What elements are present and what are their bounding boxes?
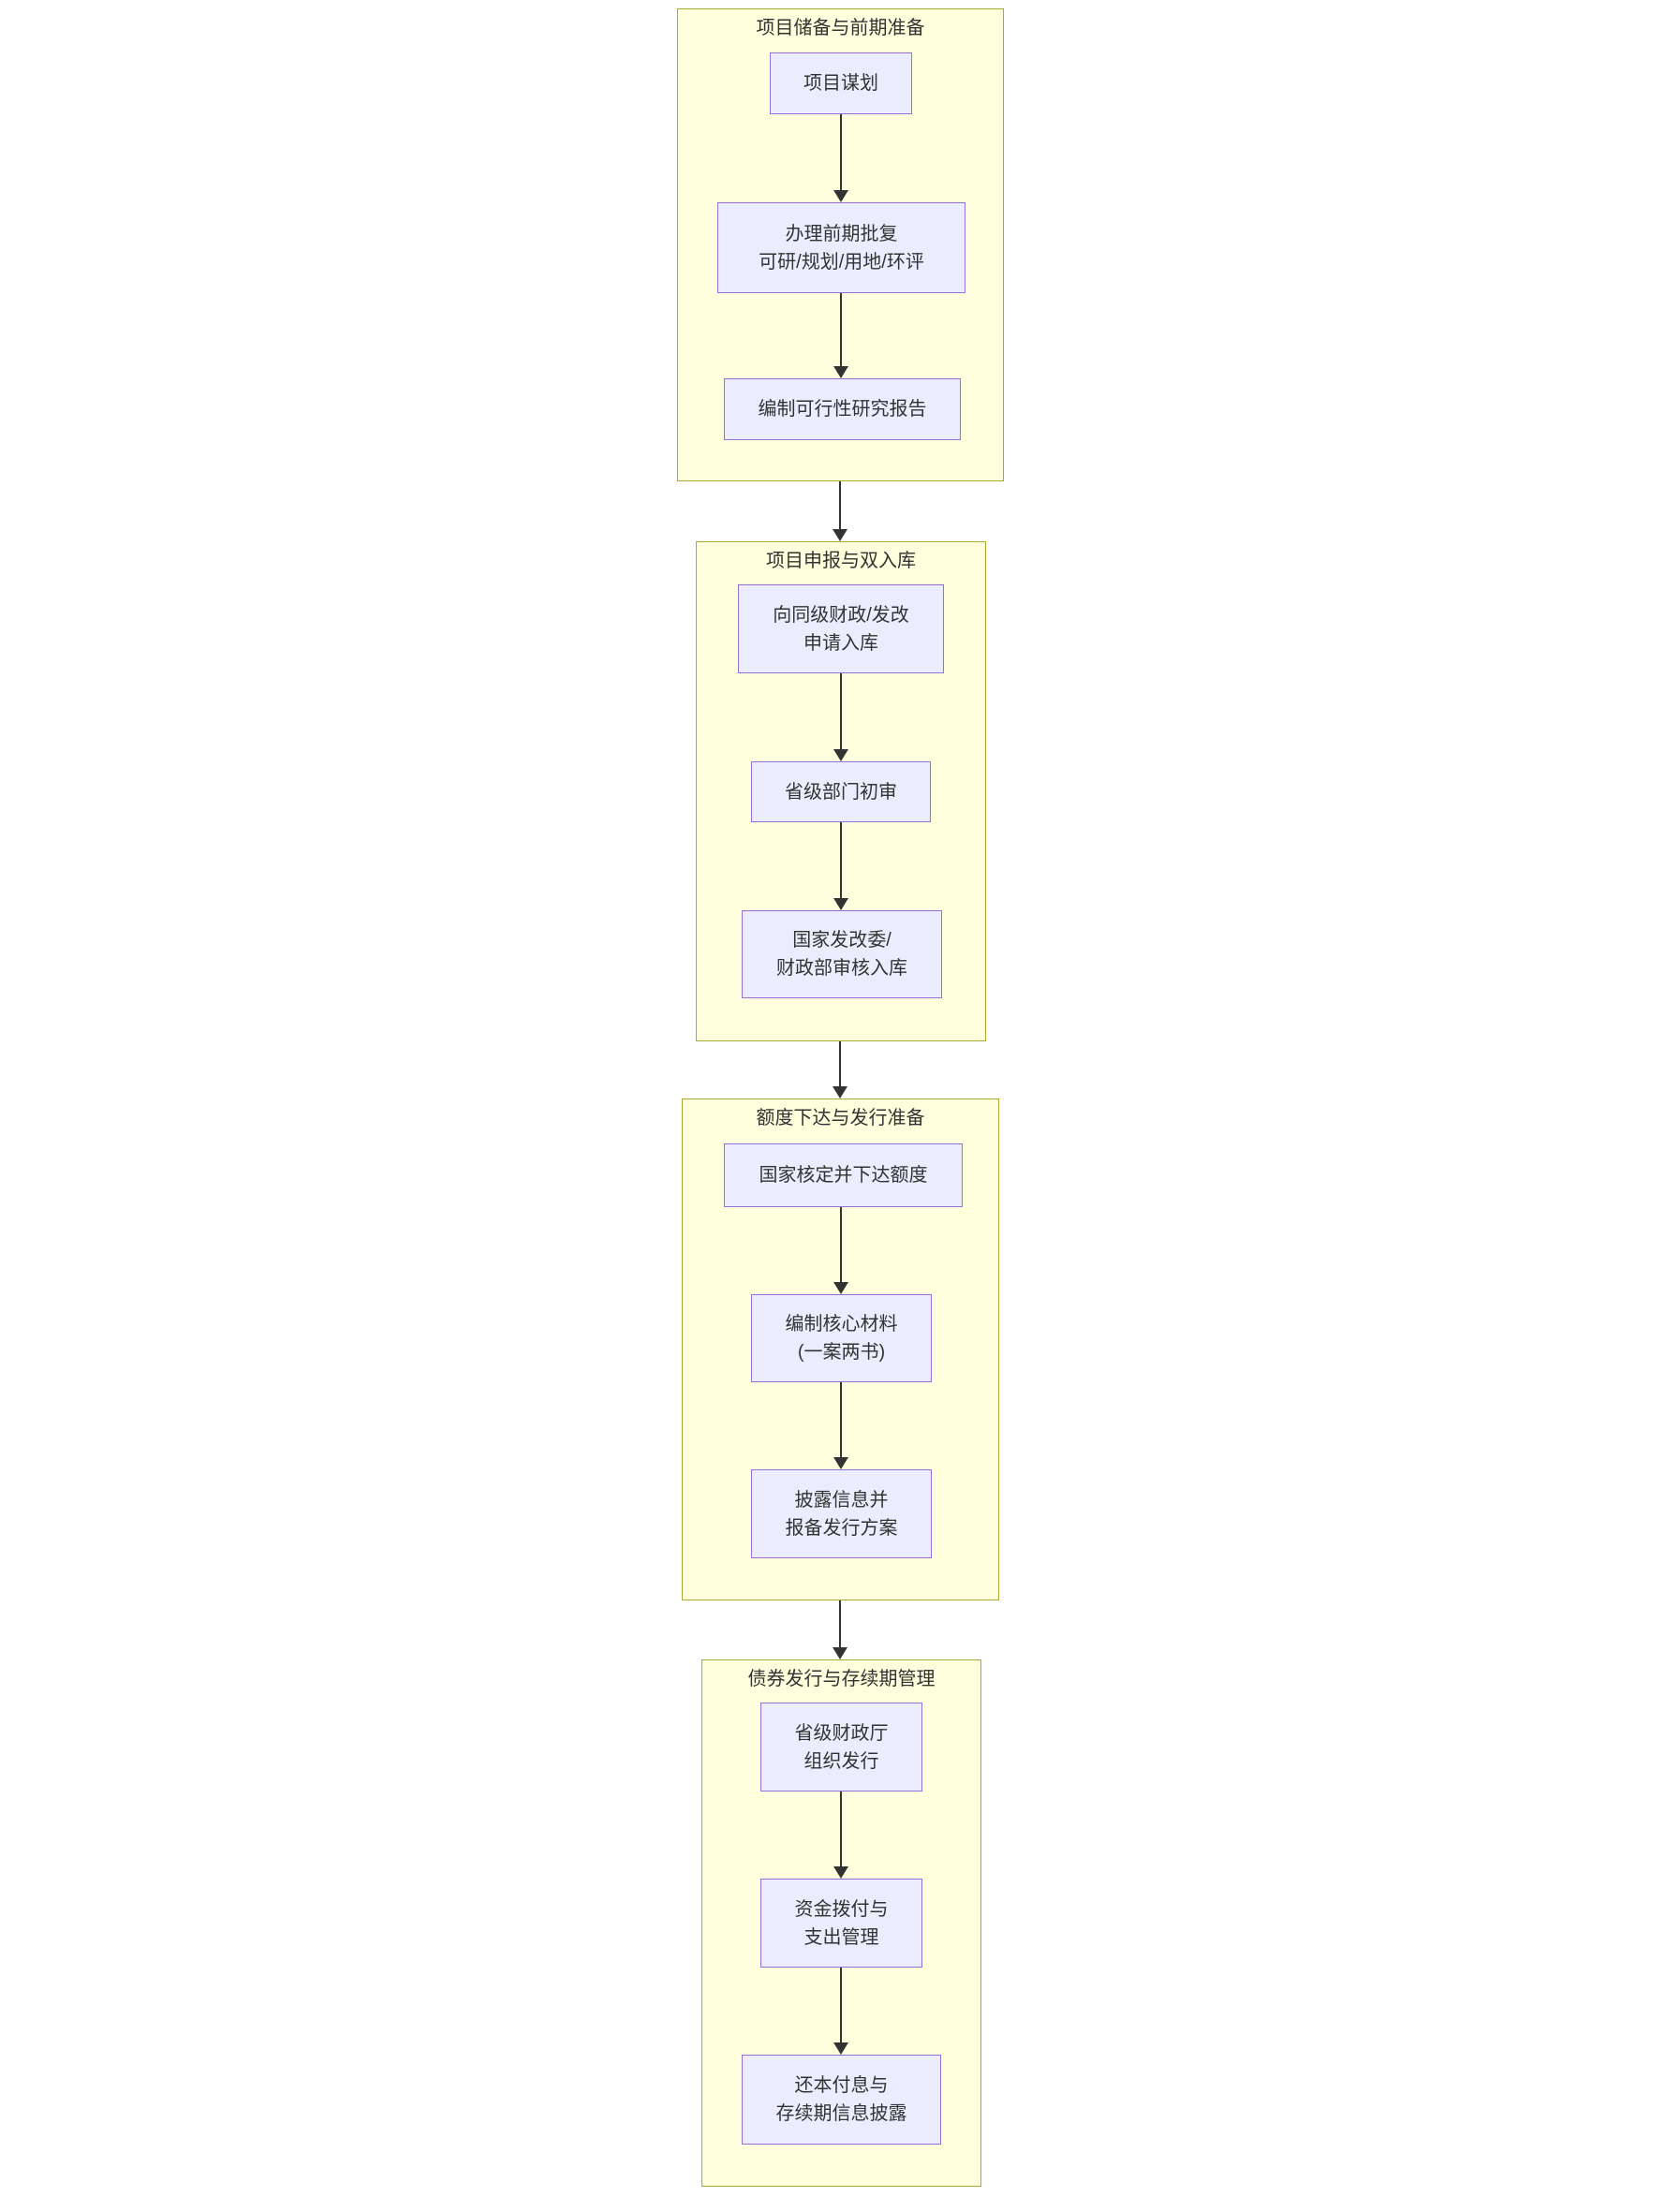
arrow-down-icon (833, 1792, 848, 1879)
node-text-line: 财政部审核入库 (776, 958, 907, 979)
node-text-line: 支出管理 (803, 1926, 879, 1948)
node-text-line: 国家核定并下达额度 (759, 1165, 928, 1186)
node-project-planning: 项目谋划 (770, 52, 912, 114)
group-project-application-title: 项目申报与双入库 (766, 551, 916, 571)
node-core-materials: 编制核心材料 (一案两书) (751, 1294, 932, 1382)
group-project-application: 项目申报与双入库 向同级财政/发改 申请入库 省级部门初审 国家发改委/ 财政部… (696, 541, 986, 1041)
node-text-line: 向同级财政/发改 (773, 604, 909, 626)
arrow-down-icon (833, 673, 848, 761)
node-fund-allocation: 资金拨付与 支出管理 (760, 1879, 922, 1968)
node-feasibility-report: 编制可行性研究报告 (724, 378, 961, 440)
node-text-line: 省级财政厅 (794, 1722, 889, 1744)
node-apply-for-storage: 向同级财政/发改 申请入库 (738, 584, 944, 673)
node-provincial-preliminary-review: 省级部门初审 (751, 761, 931, 822)
arrow-down-icon (833, 1600, 847, 1659)
arrow-down-icon (833, 1207, 848, 1294)
node-text-line: 国家发改委/ (792, 930, 892, 951)
node-text-line: 资金拨付与 (794, 1898, 889, 1920)
group-project-reserve: 项目储备与前期准备 项目谋划 办理前期批复 可研/规划/用地/环评 编制可行性研… (677, 8, 1004, 481)
node-text-line: 可研/规划/用地/环评 (759, 251, 924, 273)
node-text-line: 编制可行性研究报告 (758, 399, 927, 420)
node-text-line: 省级部门初审 (785, 781, 897, 803)
node-text-line: 申请入库 (803, 632, 878, 654)
arrow-down-icon (833, 293, 848, 378)
node-text-line: 办理前期批复 (785, 223, 898, 244)
group-project-reserve-title: 项目储备与前期准备 (756, 18, 925, 38)
node-repayment-disclosure: 还本付息与 存续期信息披露 (742, 2055, 941, 2145)
group-quota-preparation-title: 额度下达与发行准备 (756, 1108, 925, 1128)
node-text-line: 报备发行方案 (785, 1517, 898, 1539)
node-text-line: 项目谋划 (803, 73, 878, 94)
node-text-line: 组织发行 (803, 1750, 879, 1772)
arrow-down-icon (833, 1041, 847, 1098)
arrow-down-icon (833, 1382, 848, 1469)
group-bond-issuance: 债券发行与存续期管理 省级财政厅 组织发行 资金拨付与 支出管理 还本付息与 存… (701, 1659, 981, 2187)
node-text-line: (一案两书) (797, 1342, 886, 1363)
node-text-line: 还本付息与 (794, 2075, 889, 2096)
node-preliminary-approvals: 办理前期批复 可研/规划/用地/环评 (717, 202, 965, 293)
node-text-line: 存续期信息披露 (775, 2103, 907, 2124)
node-text-line: 编制核心材料 (785, 1314, 898, 1334)
arrow-down-icon (833, 822, 848, 910)
node-provincial-issuance: 省级财政厅 组织发行 (760, 1703, 922, 1792)
arrow-down-icon (833, 114, 848, 202)
node-text-line: 披露信息并 (794, 1489, 889, 1511)
node-national-review-storage: 国家发改委/ 财政部审核入库 (742, 910, 942, 998)
node-disclosure-filing: 披露信息并 报备发行方案 (751, 1469, 932, 1558)
group-quota-preparation: 额度下达与发行准备 国家核定并下达额度 编制核心材料 (一案两书) 披露信息并 … (682, 1098, 999, 1600)
arrow-down-icon (833, 481, 847, 541)
node-quota-issued: 国家核定并下达额度 (724, 1143, 963, 1207)
arrow-down-icon (833, 1968, 848, 2055)
group-bond-issuance-title: 债券发行与存续期管理 (747, 1669, 936, 1689)
